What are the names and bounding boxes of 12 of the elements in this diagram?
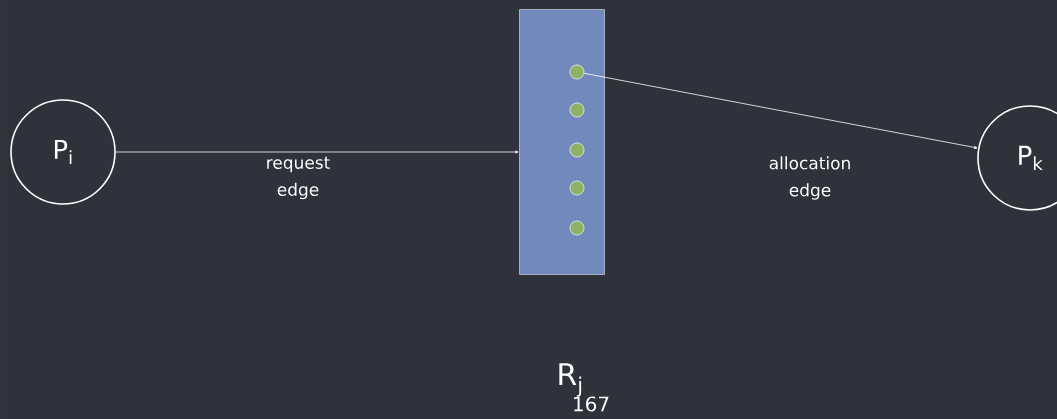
arrow xyxy=(583,72,978,149)
resource-box xyxy=(519,9,605,275)
instance-dot xyxy=(569,220,585,236)
instance-dot xyxy=(569,180,585,196)
arrow xyxy=(115,150,519,154)
edge-label: request edge xyxy=(267,156,330,200)
resource-label: R$_{j}$ xyxy=(559,363,582,397)
edge-label: allocation edge xyxy=(769,156,850,200)
instance-dot xyxy=(569,102,585,118)
instance-dot xyxy=(569,64,585,80)
page-number: 167 xyxy=(574,396,609,412)
instance-dot xyxy=(569,142,585,158)
